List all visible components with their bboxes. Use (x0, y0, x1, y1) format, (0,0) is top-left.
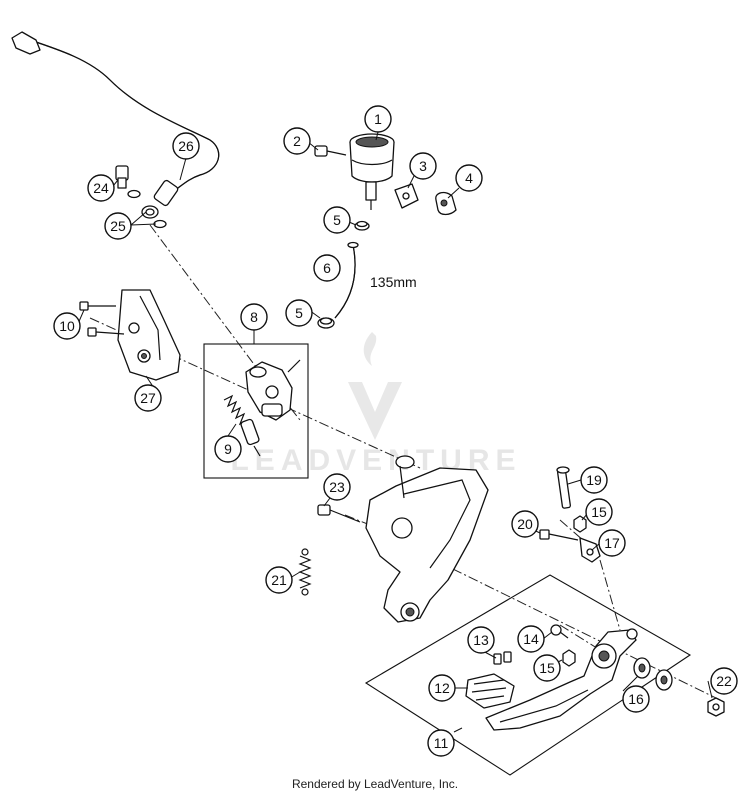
svg-text:20: 20 (517, 516, 533, 532)
svg-text:8: 8 (250, 309, 258, 325)
svg-text:4: 4 (465, 170, 473, 186)
brake-pedal (485, 628, 638, 731)
pivot-screw (550, 624, 569, 639)
svg-text:10: 10 (59, 318, 75, 334)
clevis-bolt (539, 529, 579, 541)
callout-15-lower: 15 (533, 654, 561, 682)
svg-text:27: 27 (140, 390, 156, 406)
callout-8: 8 (240, 303, 268, 331)
hose-clamp-upper (354, 220, 370, 231)
svg-text:22: 22 (716, 673, 732, 689)
svg-text:2: 2 (293, 133, 301, 149)
banjo-bolt (115, 165, 129, 189)
callout-6: 6 (313, 254, 341, 282)
callout-15-upper: 15 (585, 498, 613, 526)
callout-2: 2 (283, 127, 311, 155)
heel-guard-screws (79, 301, 125, 337)
reservoir-hose (334, 241, 359, 319)
svg-text:19: 19 (586, 472, 602, 488)
clevis-nut (573, 515, 587, 533)
callout-9: 9 (214, 435, 242, 463)
svg-text:23: 23 (329, 479, 345, 495)
callout-27: 27 (134, 384, 162, 412)
brake-line (11, 31, 220, 207)
svg-text:15: 15 (539, 660, 555, 676)
callout-25: 25 (104, 212, 132, 240)
pedal-bushings (633, 657, 673, 691)
callout-12: 12 (428, 674, 456, 702)
clevis-pin (556, 466, 571, 509)
callout-17: 17 (598, 529, 626, 557)
callout-3: 3 (409, 152, 437, 180)
svg-text:21: 21 (271, 572, 287, 588)
svg-text:26: 26 (178, 138, 194, 154)
heel-guard (117, 289, 181, 381)
callout-16: 16 (622, 685, 650, 713)
callout-24: 24 (87, 174, 115, 202)
svg-text:13: 13 (473, 632, 489, 648)
svg-text:1: 1 (374, 111, 382, 127)
callout-26: 26 (172, 132, 200, 160)
callout-21: 21 (265, 566, 293, 594)
svg-text:3: 3 (419, 158, 427, 174)
callout-19: 19 (580, 466, 608, 494)
brake-pedal-group-box (364, 574, 692, 776)
render-credit: Rendered by LeadVenture, Inc. (291, 777, 459, 791)
svg-text:9: 9 (224, 441, 232, 457)
sealing-washers (127, 189, 167, 229)
pivot-nut-large (707, 697, 725, 717)
svg-text:17: 17 (604, 535, 620, 551)
svg-text:25: 25 (110, 218, 126, 234)
callout-4: 4 (455, 164, 483, 192)
return-spring (298, 548, 312, 596)
brake-fluid-reservoir (349, 133, 395, 210)
svg-text:15: 15 (591, 504, 607, 520)
svg-text:16: 16 (628, 691, 644, 707)
hose-clamp-lower (317, 317, 335, 329)
callout-5-upper: 5 (323, 206, 351, 234)
callout-13: 13 (467, 626, 495, 654)
svg-text:11: 11 (434, 735, 449, 751)
reservoir-bracket (394, 183, 419, 209)
master-cylinder-group-box (203, 343, 309, 479)
callout-20: 20 (511, 510, 539, 538)
svg-text:6: 6 (323, 260, 331, 276)
clevis-fork (579, 537, 601, 563)
svg-text:5: 5 (295, 305, 303, 321)
callout-11: 11 (427, 729, 455, 757)
footrest-bracket (365, 455, 489, 623)
pivot-nut (562, 649, 576, 667)
bracket-bolt (317, 504, 361, 523)
svg-text:24: 24 (93, 180, 109, 196)
callout-23: 23 (323, 473, 351, 501)
callout-22: 22 (710, 667, 738, 695)
brake-master-cylinder (245, 359, 301, 421)
reservoir-screw (314, 145, 347, 157)
pedal-tip-screws (493, 651, 512, 665)
reservoir-clamp (435, 191, 457, 216)
svg-text:5: 5 (333, 212, 341, 228)
callout-5-lower: 5 (285, 299, 313, 327)
callout-14: 14 (517, 625, 545, 653)
svg-text:14: 14 (523, 631, 539, 647)
callout-10: 10 (53, 312, 81, 340)
pushrod-spring (223, 394, 261, 457)
pedal-tip (465, 673, 515, 709)
callout-1: 1 (364, 105, 392, 133)
svg-text:12: 12 (434, 680, 450, 696)
hose-length-label: 135mm (370, 274, 417, 290)
